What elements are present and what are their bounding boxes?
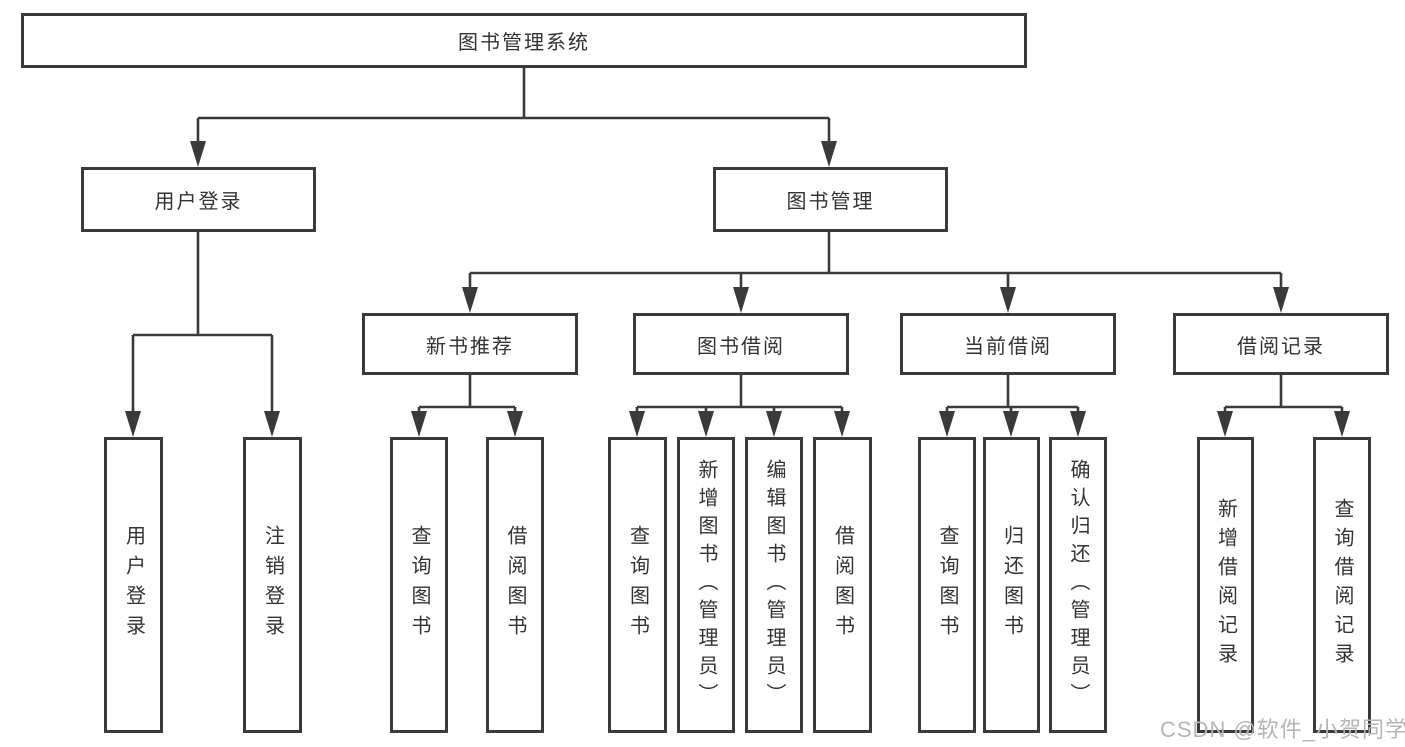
leaf-current-query: 查询图书: [918, 437, 976, 733]
arrowhead-icon: [834, 411, 850, 437]
arrowhead-icon: [125, 411, 141, 437]
node-current-borrow: 当前借阅: [900, 313, 1116, 375]
leaf-newbooks-borrow: 借阅图书: [486, 437, 544, 733]
arrowhead-icon: [1334, 411, 1350, 437]
arrowhead-icon: [1217, 411, 1233, 437]
node-book-borrow: 图书借阅: [633, 313, 849, 375]
arrowhead-icon: [264, 411, 280, 437]
leaf-logout: 注销登录: [243, 437, 302, 733]
node-borrow-records: 借阅记录: [1173, 313, 1389, 375]
node-root: 图书管理系统: [21, 13, 1027, 68]
arrowhead-icon: [462, 287, 478, 313]
leaf-records-add: 新增借阅记录: [1197, 437, 1254, 733]
leaf-records-query: 查询借阅记录: [1313, 437, 1371, 733]
leaf-bookborrow-edit-admin: 编辑图书（管理员）: [745, 437, 803, 733]
arrowhead-icon: [1003, 411, 1019, 437]
arrowhead-icon: [766, 411, 782, 437]
leaf-current-return: 归还图书: [983, 437, 1040, 733]
leaf-bookborrow-query: 查询图书: [608, 437, 667, 733]
leaf-bookborrow-borrow: 借阅图书: [813, 437, 872, 733]
arrowhead-icon: [507, 411, 523, 437]
node-book-management: 图书管理: [713, 167, 948, 232]
leaf-current-confirm-admin: 确认归还（管理员）: [1049, 437, 1107, 733]
arrowhead-icon: [939, 411, 955, 437]
node-new-book-recommend: 新书推荐: [362, 313, 578, 375]
leaf-bookborrow-add-admin: 新增图书（管理员）: [677, 437, 735, 733]
arrowhead-icon: [190, 141, 206, 167]
arrowhead-icon: [411, 411, 427, 437]
arrowhead-icon: [1000, 287, 1016, 313]
arrowhead-icon: [1273, 287, 1289, 313]
csdn-watermark: CSDN @软件_小贺同学: [1160, 717, 1405, 742]
arrowhead-icon: [733, 287, 749, 313]
arrowhead-icon: [821, 141, 837, 167]
leaf-user-login: 用户登录: [104, 437, 163, 733]
arrowhead-icon: [629, 411, 645, 437]
arrowhead-icon: [698, 411, 714, 437]
leaf-newbooks-query: 查询图书: [390, 437, 448, 733]
arrowhead-icon: [1070, 411, 1086, 437]
node-user-login: 用户登录: [81, 167, 316, 232]
